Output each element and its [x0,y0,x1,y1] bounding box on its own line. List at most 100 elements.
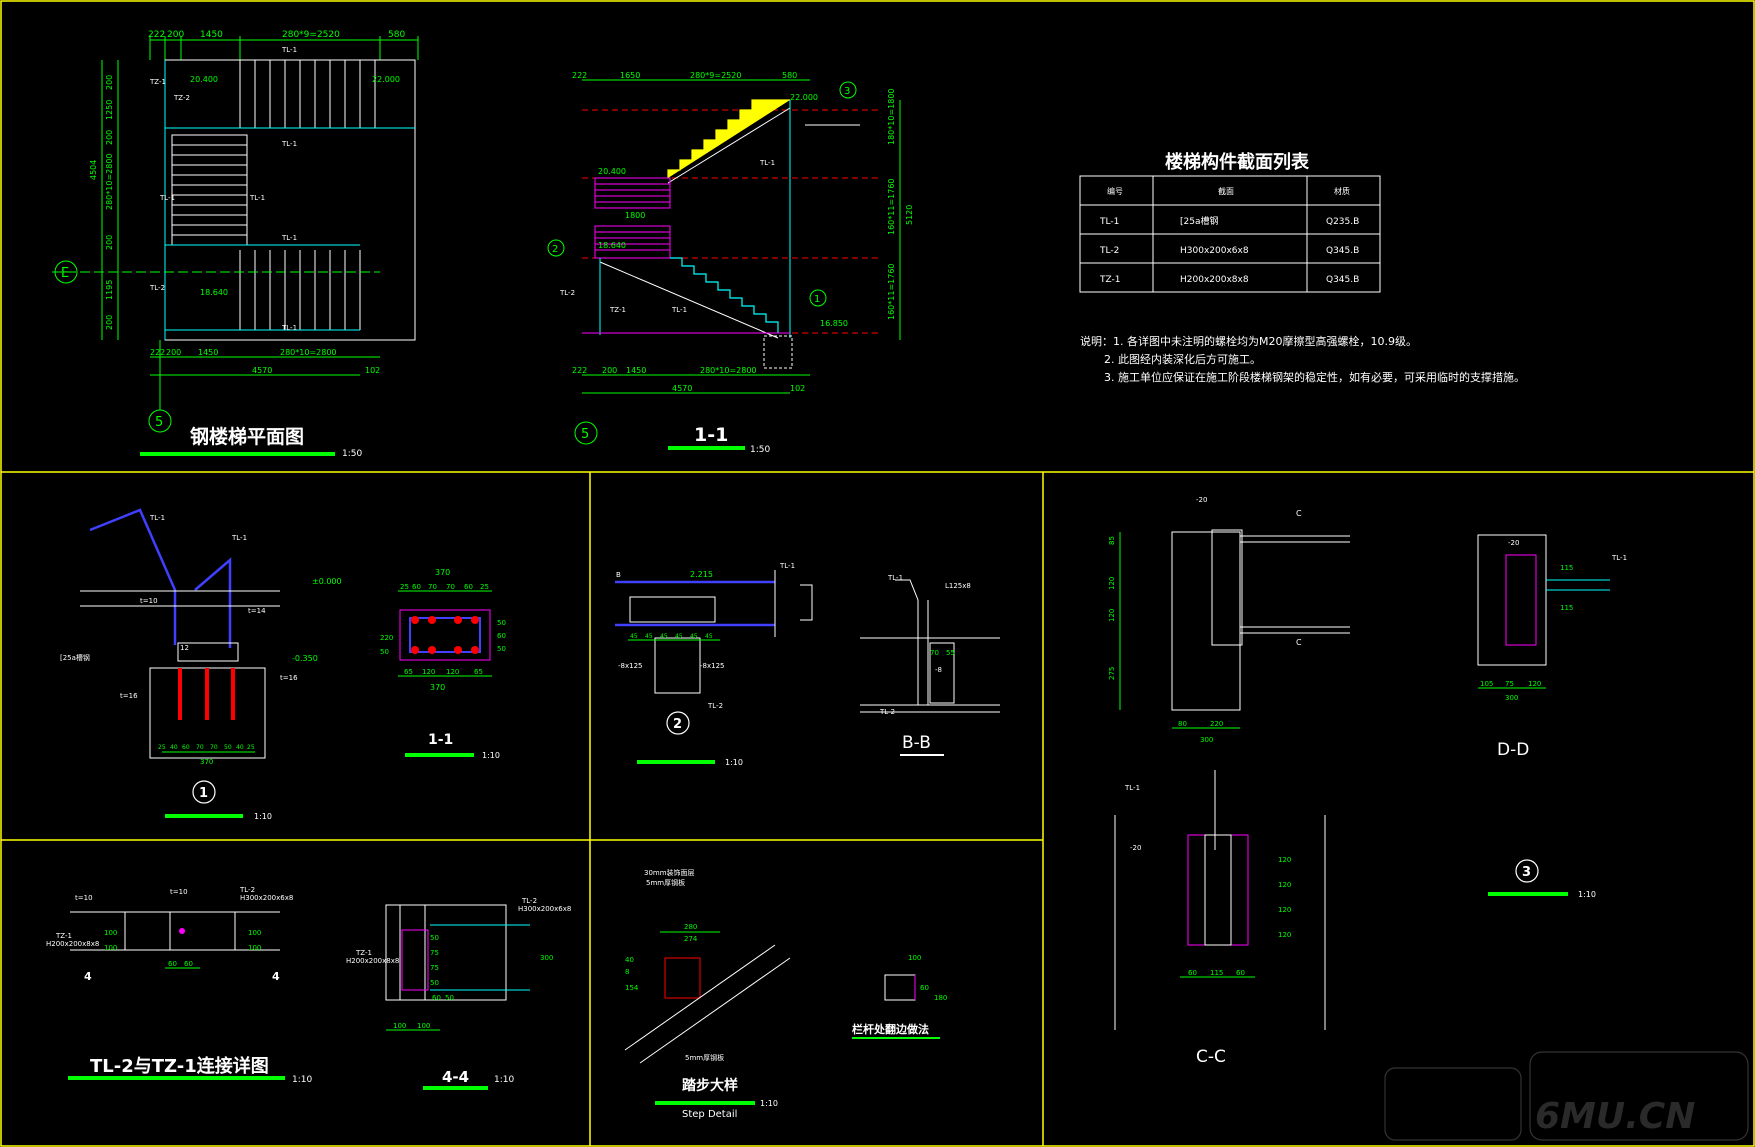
sec-bubble-2: 2 [552,244,558,255]
sec-elev-bot: 16.850 [820,319,848,328]
conn-label-4: t=10 [75,894,93,902]
d11-left-0: 220 [380,634,393,642]
plan-member-6: TL-2 [149,284,165,292]
plan-axis-e: E [61,266,69,281]
d11-left-1: 50 [380,648,389,656]
d11-dim-5: 25 [480,583,489,591]
step-title-cn: 踏步大样 [682,1077,738,1094]
plan-dim-top-1: 200 [167,30,184,40]
s44-title: 4-4 [442,1068,469,1086]
d1-label-6: TL-1 [231,534,247,542]
table-header-0: 编号 [1107,186,1123,196]
d11-dimb-3: 65 [474,668,483,676]
sec-title: 1-1 [694,424,728,446]
table-cell: Q235.B [1326,217,1359,227]
ccb-title: C-C [1196,1047,1226,1067]
cct-left-0: 85 [1108,536,1116,545]
plan-elev-top-right: 22.000 [372,75,400,84]
d1-title: 1 [199,786,208,801]
sec-top-3: 580 [782,71,797,80]
sec-elev-mid2: 18.640 [598,241,626,250]
sec-member-3: TL-1 [671,306,687,314]
dd-total: 300 [1505,694,1518,702]
d11-scale: 1:10 [482,751,500,760]
d1-label-7: t=16 [280,674,298,682]
d1-label-2: t=14 [248,607,266,615]
sec-top-0: 222 [572,71,587,80]
d11-dimb-0: 65 [404,668,413,676]
dd-bot-2: 120 [1528,680,1541,688]
step-left-2: 40 [625,956,634,964]
plan-total: 4570 [252,366,272,375]
plan-left-5: 1195 [105,280,114,300]
s44-right-3: 50 [430,979,439,987]
plan-dim-bot-1: 200 [166,348,181,357]
d1-label-1: t=10 [140,597,158,605]
plan-left-4: 200 [105,235,114,250]
plan-member-0: TL-1 [281,46,297,54]
ccb-right-2: 120 [1278,906,1291,914]
plan-left-6: 200 [105,315,114,330]
conn-label-3: H200x200x8x8 [46,940,99,948]
plan-dim-bot-3: 280*10=2800 [280,348,337,357]
s44-dim-0: 100 [393,1022,406,1030]
plan-member-2: TZ-2 [173,94,190,102]
bb-title: B-B [902,733,931,753]
rail-title: 栏杆处翻边做法 [852,1022,929,1036]
d1-dim-4: 70 [210,744,218,751]
plan-member-5: TL-1 [281,324,297,332]
note-1: 说明：1. 各详图中未注明的螺栓均为M20摩擦型高强螺栓，10.9级。 [1080,334,1417,348]
dd-title: D-D [1497,740,1529,760]
d2-dim-4: 45 [690,633,698,640]
step-scale: 1:10 [760,1099,778,1108]
d2-label-1: TL-2 [707,702,723,710]
conn-label-5: t=10 [170,888,188,896]
d1-dim-3: 70 [196,744,204,751]
d1-width: 370 [200,758,213,766]
bb-label-1: L125x8 [945,582,971,590]
detail-2-view: 45 45 45 45 45 45 2.215 TL-1 TL-2 -8x125… [615,562,813,767]
conn-right-0: 100 [248,929,261,937]
cct-total: 300 [1200,736,1213,744]
d2-dim-0: 45 [630,633,638,640]
s44-label-2: TZ-1 [355,949,372,957]
d2-dim-2: 45 [660,633,668,640]
d11-dim-3: 70 [446,583,455,591]
sec-elev-top: 22.000 [790,93,818,102]
s44-right-2: 75 [430,964,439,972]
plan-dim-top-0: 222 [148,30,165,40]
d11-dim-0: 25 [400,583,409,591]
step-left-1: 154 [625,984,639,992]
section-1-1-view: 222 1650 280*9=2520 580 [547,71,914,455]
conn-left-0: 100 [104,929,117,937]
section-b-b-view: TL-1 L125x8 TL-2 -8 70 55 B-B [860,574,1000,756]
ccb-right-0: 120 [1278,856,1291,864]
sec-total: 4570 [672,384,692,393]
plan-left-total: 4504 [89,160,98,180]
conn-dim-1: 60 [184,960,193,968]
s44-label-3: H200x200x8x8 [346,957,399,965]
d1-dim-1: 40 [170,744,178,751]
d1-dim-7: 25 [247,744,255,751]
d1-elev: ±0.000 [312,577,342,586]
cct-label-1: C [1296,509,1302,518]
plan-member-4: TL-1 [281,234,297,242]
member-table: 楼梯构件截面列表 编号 截面 材质 TL-1 [25a槽钢 Q235.B TL-… [1079,151,1525,384]
d11-width: 370 [435,568,450,577]
rail-dim-1: 60 [920,984,929,992]
d2-dim-1: 45 [645,633,653,640]
sec-bot-1: 200 [602,366,617,375]
dd-right-0: 115 [1560,564,1573,572]
d11-right-2: 50 [497,645,506,653]
plan-dim-bot-2: 1450 [198,348,218,357]
ccb-right-3: 120 [1278,931,1291,939]
table-cell: TZ-1 [1099,275,1120,285]
sec-top-1: 1650 [620,71,640,80]
d11-dim-1: 60 [412,583,421,591]
plan-side-dim: 102 [365,366,380,375]
d3-title: 3 [1522,865,1531,880]
rail-dim-2: 180 [934,994,947,1002]
step-note-top2: 5mm厚钢板 [646,878,685,887]
plan-scale: 1:50 [342,449,362,459]
